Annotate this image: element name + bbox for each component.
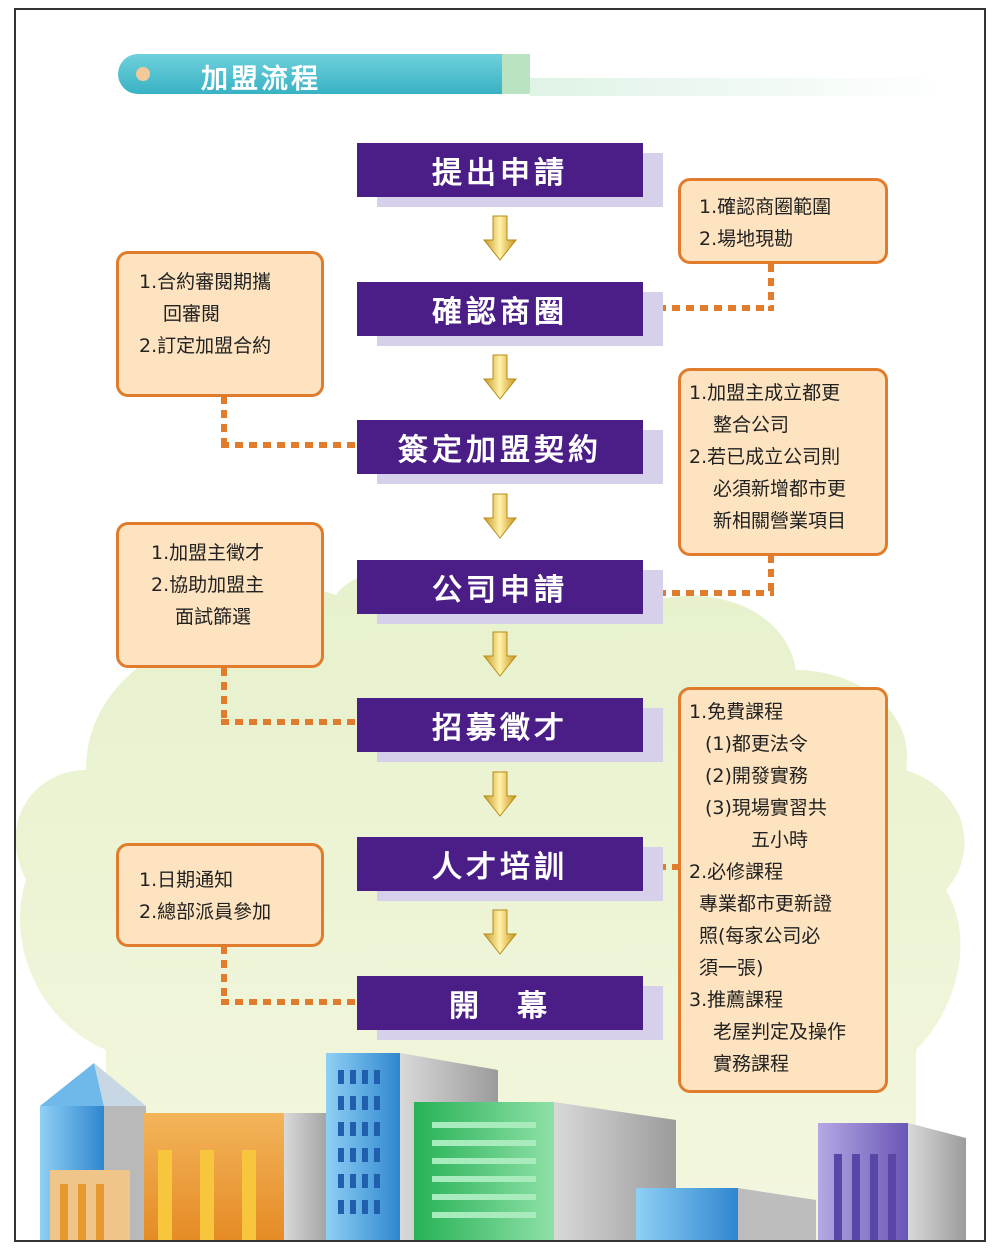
note-line: 3.推薦課程: [689, 989, 784, 1011]
step-training: 人才培訓: [357, 837, 663, 901]
note-line: 1.確認商圈範圍: [699, 196, 832, 218]
note-line: 1.日期通知: [139, 869, 234, 891]
step-label: 簽定加盟契約: [357, 420, 643, 474]
step-recruitment: 招募徵才: [357, 698, 663, 762]
note-line: 2.協助加盟主: [151, 574, 265, 596]
note-line: 照(每家公司必: [699, 925, 821, 947]
step-confirm-area: 確認商圈: [357, 282, 663, 346]
connector-left3-h: [221, 999, 357, 1005]
connector-left3-v: [221, 946, 227, 1005]
note-line: 專業都市更新證: [699, 893, 833, 915]
header-bullet-dot: [136, 67, 150, 81]
step-label: 確認商圈: [357, 282, 643, 336]
note-line: 老屋判定及操作: [713, 1021, 847, 1043]
step-label: 開 幕: [357, 976, 643, 1030]
note-line: 實務課程: [713, 1053, 790, 1075]
note-company: 1.加盟主成立都更 整合公司 2.若已成立公司則 必須新增都市更 新相關營業項目: [678, 368, 888, 556]
note-line: 整合公司: [713, 414, 790, 436]
connector-left2-v: [221, 668, 227, 725]
note-line: 1.加盟主成立都更: [689, 382, 841, 404]
connector-right1-h: [644, 305, 774, 311]
step-company-application: 公司申請: [357, 560, 663, 624]
note-line: (1)都更法令: [705, 733, 808, 755]
note-line: (2)開發實務: [705, 765, 808, 787]
note-line: 五小時: [751, 829, 809, 851]
note-line: 回審閱: [163, 303, 221, 325]
note-line: 2.訂定加盟合約: [139, 335, 272, 357]
note-recruitment: 1.加盟主徵才 2.協助加盟主 面試篩選: [116, 522, 324, 668]
note-line: 1.加盟主徵才: [151, 542, 265, 564]
connector-right2-h: [644, 590, 774, 596]
note-confirm-area: 1.確認商圈範圍 2.場地現勘: [678, 178, 888, 264]
note-line: 1.免費課程: [689, 701, 784, 723]
step-label: 人才培訓: [357, 837, 643, 891]
flow-arrows: [482, 215, 518, 955]
connector-left2-h: [221, 719, 357, 725]
page-title: 加盟流程: [201, 64, 321, 95]
step-label: 招募徵才: [357, 698, 643, 752]
note-line: 新相關營業項目: [713, 510, 847, 532]
note-training: 1.免費課程 (1)都更法令 (2)開發實務 (3)現場實習共 五小時 2.必修…: [678, 687, 888, 1093]
header-pill-end: [502, 54, 530, 94]
note-line: 1.合約審閱期攜: [139, 271, 272, 293]
connector-right2-v: [768, 555, 774, 596]
step-apply: 提出申請: [357, 143, 663, 207]
note-contract: 1.合約審閱期攜 回審閱 2.訂定加盟合約: [116, 251, 324, 397]
flowchart-frame: 加盟流程 提出申請 確認商圈 簽定加盟契約 公司申請 招募徵才 人才培訓 開 幕: [14, 8, 986, 1242]
step-label: 提出申請: [357, 143, 643, 197]
step-opening: 開 幕: [357, 976, 663, 1040]
note-line: 面試篩選: [175, 606, 252, 628]
note-opening: 1.日期通知 2.總部派員參加: [116, 843, 324, 947]
connector-left1-v: [221, 396, 227, 448]
connector-right1-v: [768, 264, 774, 311]
step-sign-contract: 簽定加盟契約: [357, 420, 663, 484]
note-line: 須一張): [699, 957, 764, 979]
note-line: 2.必修課程: [689, 861, 784, 883]
header-underline-fade: [530, 78, 950, 96]
note-line: (3)現場實習共: [705, 797, 827, 819]
header-pill: [118, 54, 518, 94]
note-line: 2.總部派員參加: [139, 901, 272, 923]
connector-left1-h: [221, 442, 357, 448]
note-line: 2.若已成立公司則: [689, 446, 841, 468]
step-label: 公司申請: [357, 560, 643, 614]
building-cluster: [40, 1053, 966, 1240]
note-line: 2.場地現勘: [699, 228, 794, 250]
note-line: 必須新增都市更: [713, 478, 847, 500]
